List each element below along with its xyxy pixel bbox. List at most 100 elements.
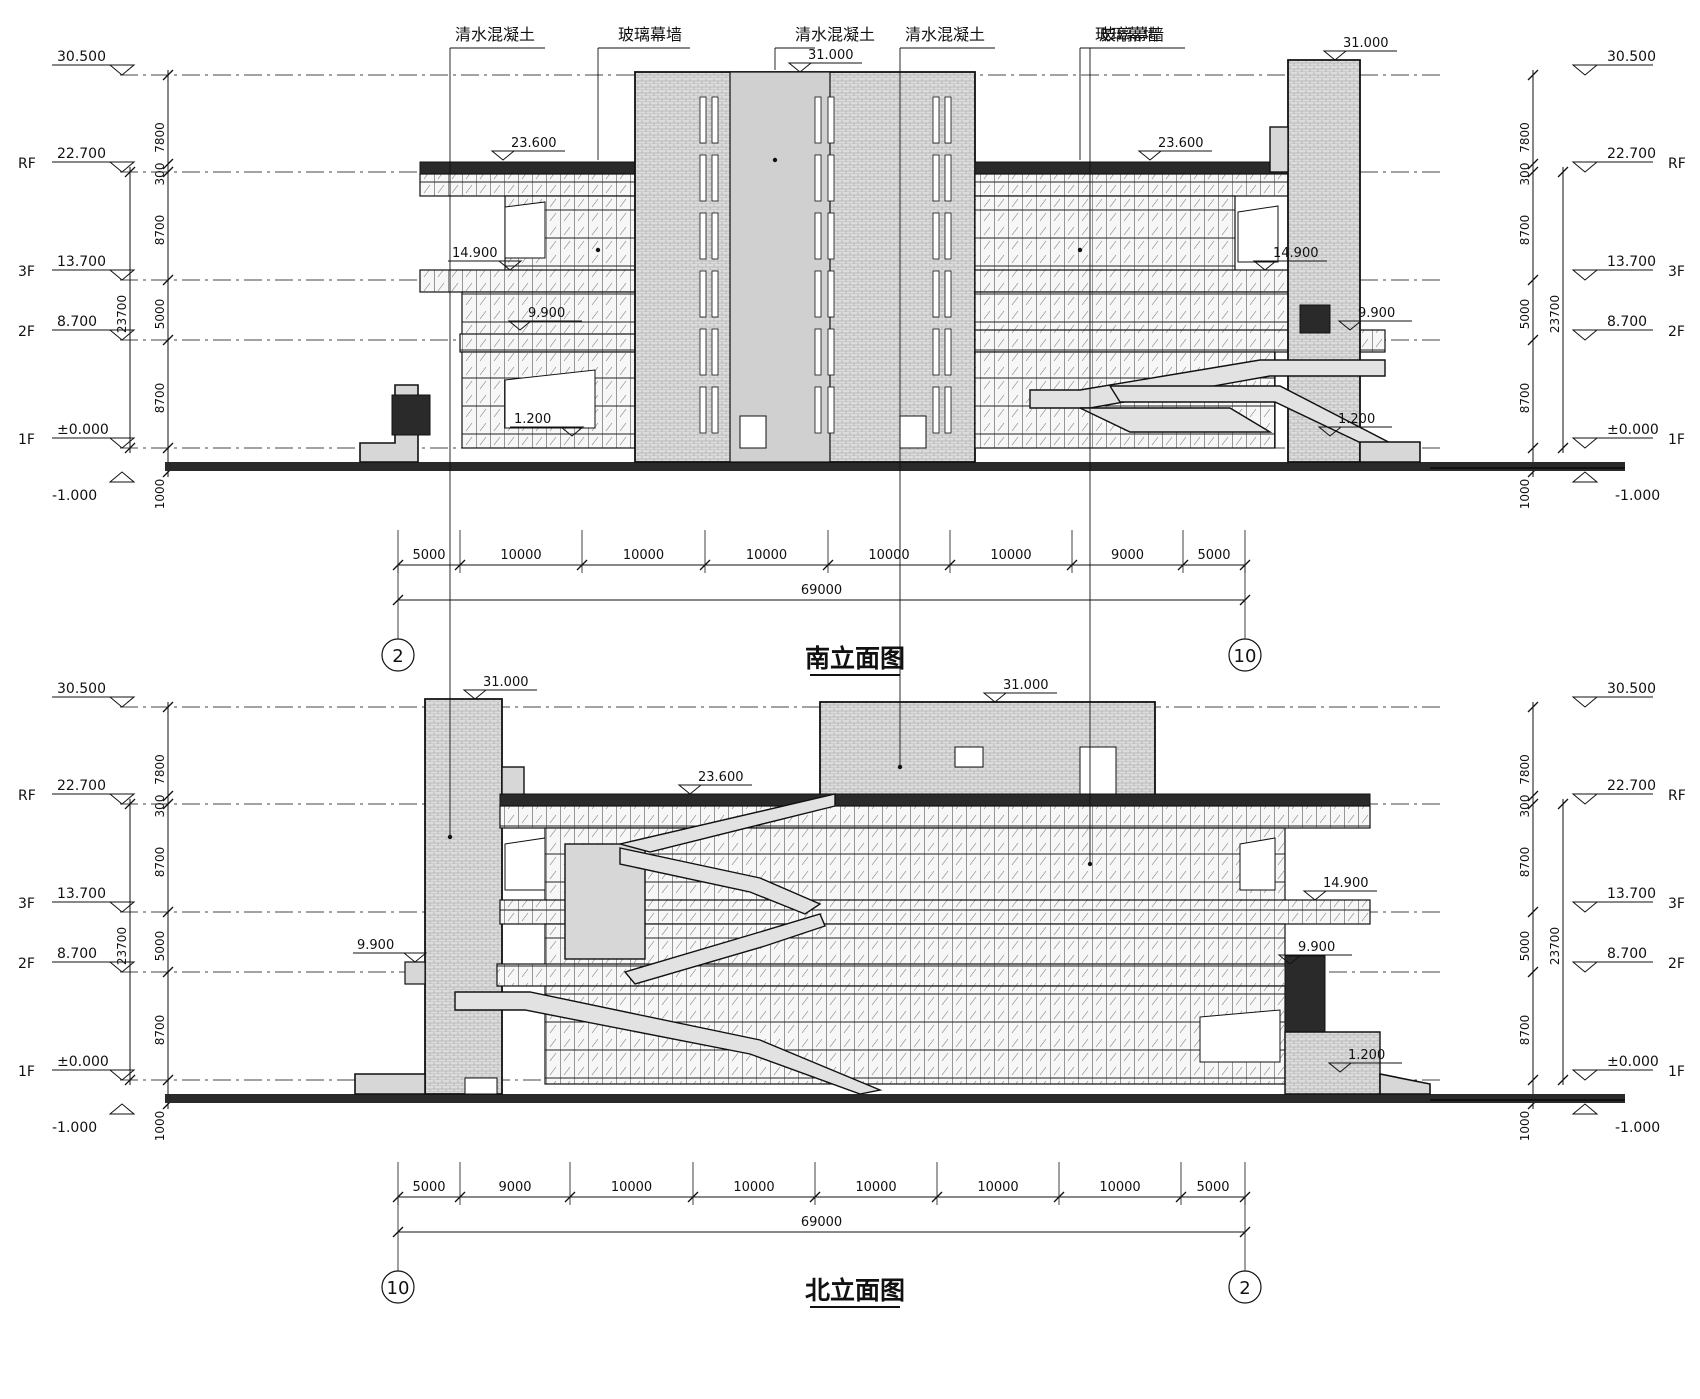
spot-level-icon xyxy=(677,784,703,795)
door xyxy=(739,415,767,449)
level-triangle-icon xyxy=(108,696,136,708)
window xyxy=(954,746,984,768)
slab-2f xyxy=(496,963,1288,987)
level-value-right: 8.700 xyxy=(1607,946,1647,962)
bay-dimension: 5000 xyxy=(1196,1180,1229,1195)
floor-tag-right: 2F xyxy=(1668,324,1685,340)
door xyxy=(464,1077,498,1095)
level-value-right: 22.700 xyxy=(1607,146,1656,162)
floor-tag-left: 2F xyxy=(18,956,35,972)
overall-dimension: 69000 xyxy=(801,1215,842,1230)
ground-line xyxy=(165,462,1625,471)
roof-fascia-left xyxy=(419,173,636,197)
level-value-left: 30.500 xyxy=(57,681,106,697)
slit-window xyxy=(827,386,835,434)
overall-vertical-dimension: 23700 xyxy=(115,295,129,333)
level-triangle-icon xyxy=(1571,437,1599,449)
grid-label-left: 10 xyxy=(387,1278,410,1299)
dimension-tick xyxy=(162,69,174,81)
slit-window xyxy=(944,386,952,434)
vertical-dimension: 5000 xyxy=(1518,931,1532,962)
dimension-tick xyxy=(1527,790,1539,802)
slit-window xyxy=(711,386,719,434)
slit-window xyxy=(814,328,822,376)
level-value-left: 13.700 xyxy=(57,254,106,270)
vertical-dimension: 5000 xyxy=(153,931,167,962)
bay-dimension: 10000 xyxy=(733,1180,774,1195)
dimension-tick xyxy=(162,442,174,454)
dimension-tick xyxy=(1175,1191,1187,1203)
base-dimension: 1000 xyxy=(1518,479,1532,510)
grid-bubble-left xyxy=(381,638,415,672)
slit-window xyxy=(827,96,835,144)
spot-level: 9.900 xyxy=(1358,306,1395,321)
window-panel xyxy=(1237,205,1279,263)
level-triangle-icon xyxy=(1571,64,1599,76)
level-value-right: 13.700 xyxy=(1607,254,1656,270)
base-dimension: 1000 xyxy=(153,479,167,510)
core-plain-panel xyxy=(729,71,831,463)
slab-3f-left xyxy=(419,269,636,293)
balcony-stub xyxy=(404,961,426,985)
material-callout: 玻璃幕墙 xyxy=(1095,25,1159,44)
callout-dot xyxy=(595,247,601,253)
vertical-dimension: 5000 xyxy=(1518,299,1532,330)
slit-window xyxy=(932,154,940,202)
vertical-dimension: 7800 xyxy=(1518,122,1532,153)
slab-2f-left xyxy=(459,333,636,353)
level-value-right: ±0.000 xyxy=(1607,1054,1659,1070)
dimension-tick xyxy=(162,798,174,810)
vertical-dimension: 300 xyxy=(153,795,167,818)
vertical-dimension: 300 xyxy=(153,163,167,186)
slit-window xyxy=(932,212,940,260)
spot-level: 1.200 xyxy=(1348,1048,1385,1063)
material-callout: 清水混凝土 xyxy=(455,25,535,44)
bay-dimension: 5000 xyxy=(412,548,445,563)
level-value-right: 22.700 xyxy=(1607,778,1656,794)
dimension-tick xyxy=(944,559,956,571)
vertical-dimension: 8700 xyxy=(153,383,167,414)
floor-tag-left: 3F xyxy=(18,896,35,912)
slit-window xyxy=(699,386,707,434)
dimension-tick xyxy=(124,166,136,178)
spot-level: 9.900 xyxy=(1298,940,1335,955)
stair-opening-left xyxy=(391,394,431,436)
callout-dot xyxy=(897,764,903,770)
dimension-tick xyxy=(1527,906,1539,918)
level-value-left: -1.000 xyxy=(52,488,97,504)
vertical-dimension: 8700 xyxy=(1518,1015,1532,1046)
dimension-tick xyxy=(1527,69,1539,81)
slit-window xyxy=(827,328,835,376)
spot-level: 23.600 xyxy=(1158,136,1204,151)
roof-slab-left xyxy=(419,161,636,175)
window-panel xyxy=(1239,837,1276,891)
grid-bubble-left xyxy=(381,1270,415,1304)
slit-window xyxy=(814,154,822,202)
callout-dot xyxy=(447,834,453,840)
floor-tag-right: RF xyxy=(1668,156,1686,172)
spot-level-icon xyxy=(402,952,428,963)
level-triangle-icon xyxy=(1571,793,1599,805)
slit-window xyxy=(944,212,952,260)
spot-level: 23.600 xyxy=(511,136,557,151)
grid-bubble-right xyxy=(1228,638,1262,672)
floor-tag-right: 1F xyxy=(1668,1064,1685,1080)
entrance-canopy xyxy=(504,369,596,429)
vertical-dimension: 5000 xyxy=(153,299,167,330)
bay-dimension: 5000 xyxy=(412,1180,445,1195)
spot-level-icon xyxy=(462,689,488,700)
bay-dimension: 10000 xyxy=(1099,1180,1140,1195)
level-value-left: ±0.000 xyxy=(57,1054,109,1070)
roof-fascia xyxy=(499,805,1371,829)
slit-window xyxy=(814,96,822,144)
slit-window xyxy=(932,96,940,144)
bay-dimension: 5000 xyxy=(1197,548,1230,563)
dimension-tick xyxy=(809,1191,821,1203)
dimension-tick xyxy=(1527,166,1539,178)
spot-level: 23.600 xyxy=(698,770,744,785)
spot-level-icon xyxy=(787,62,813,73)
level-value-left: 13.700 xyxy=(57,886,106,902)
vertical-dimension: 300 xyxy=(1518,795,1532,818)
level-value-right: 30.500 xyxy=(1607,681,1656,697)
